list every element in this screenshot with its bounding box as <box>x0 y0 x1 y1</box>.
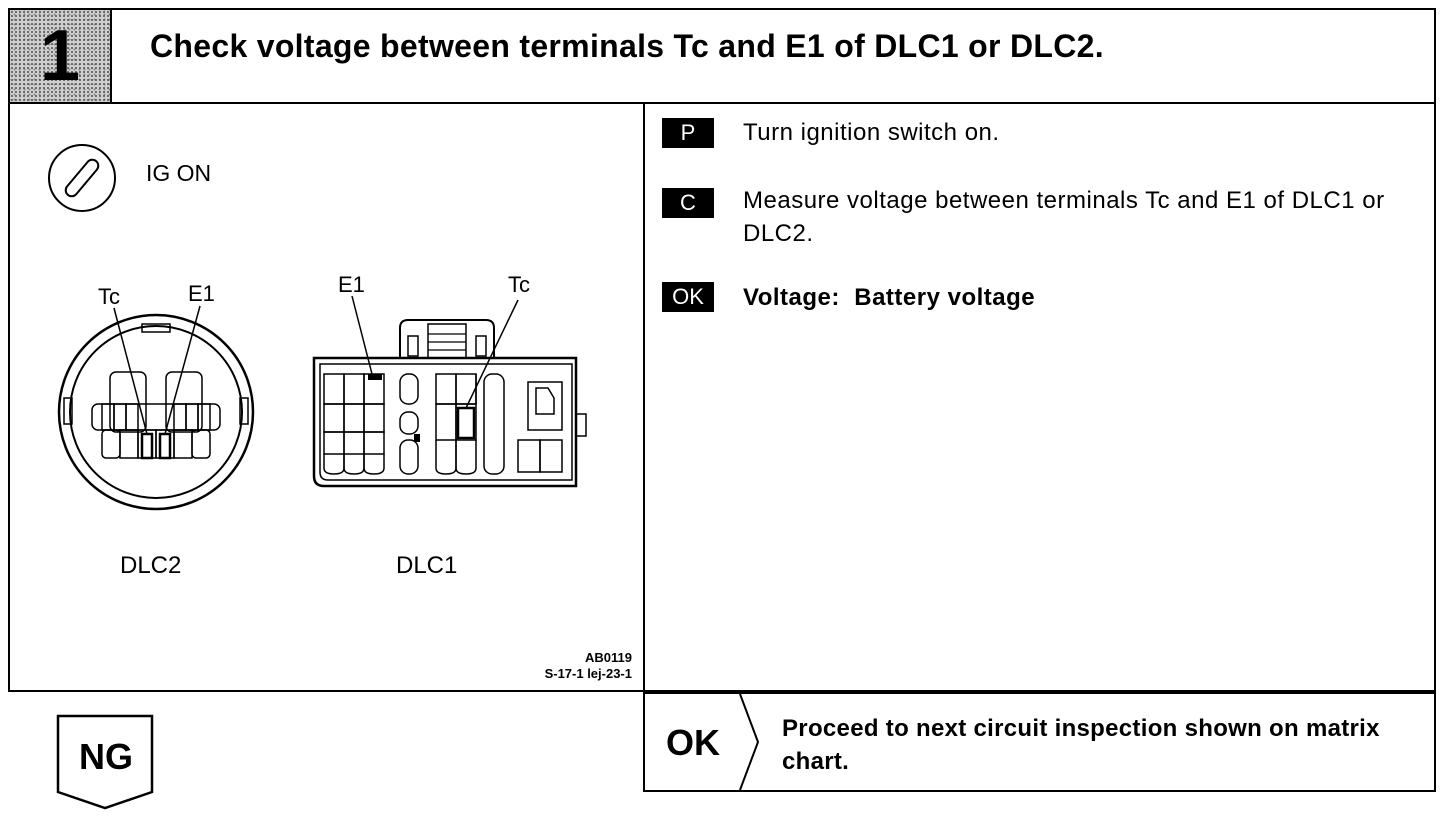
step-number-box: 1 <box>10 10 112 102</box>
dlc1-tc-label: Tc <box>508 272 530 297</box>
step-tag-ok: OK <box>662 282 714 312</box>
procedure-frame <box>8 8 1436 692</box>
ok-result-text: Proceed to next circuit inspection shown… <box>782 715 1380 775</box>
panel-divider <box>643 104 645 692</box>
ok-arrow-divider <box>739 694 760 790</box>
step-text-ok: Voltage: Battery voltage <box>743 284 1036 311</box>
step-title: Check voltage between terminals Tc and E… <box>150 28 1104 64</box>
dlc1-label: DLC1 <box>396 552 458 579</box>
dlc2-tc-label: Tc <box>98 284 120 309</box>
ng-label: NG <box>79 736 133 777</box>
step-tag-p: P <box>662 118 714 148</box>
ng-badge-shape <box>56 714 154 810</box>
ok-label: OK <box>666 722 720 763</box>
figure-ref-code-2: S-17-1 lej-23-1 <box>544 666 632 681</box>
step-header <box>8 8 1436 104</box>
ignition-key-icon <box>48 144 116 212</box>
dlc1-e1-label: E1 <box>338 272 365 297</box>
step-tag-c: C <box>662 188 714 218</box>
step-text-p: Turn ignition switch on. <box>743 119 1000 146</box>
ignition-label: IG ON <box>146 160 212 186</box>
ok-result-box <box>643 692 1436 792</box>
step-number: 1 <box>39 16 81 96</box>
dlc1-connector-diagram <box>312 295 587 488</box>
dlc2-label: DLC2 <box>120 552 182 579</box>
dlc2-connector-diagram <box>57 305 255 511</box>
figure-ref-code: AB0119 <box>585 650 632 665</box>
step-text-c: Measure voltage between terminals Tc and… <box>743 187 1385 247</box>
dlc2-e1-label: E1 <box>188 281 215 306</box>
